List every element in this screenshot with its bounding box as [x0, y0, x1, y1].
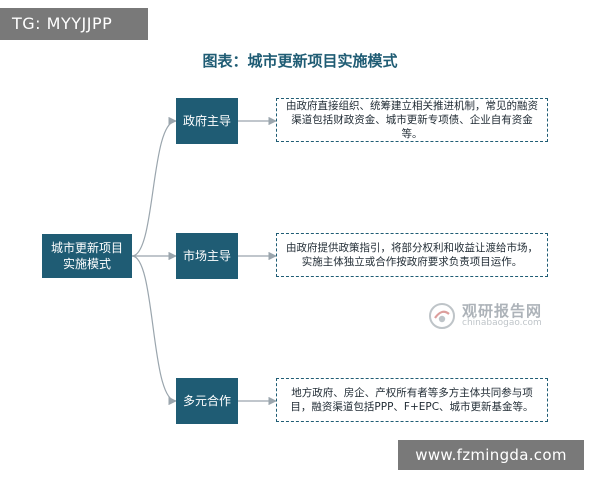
connector-root-gov: [131, 116, 177, 257]
url-overlay: www.fzmingda.com: [398, 440, 584, 470]
root-node: 城市更新项目实施模式: [42, 234, 132, 278]
branch-node-government-led: 政府主导: [176, 98, 238, 144]
description-market-led: 由政府提供政策指引，将部分权利和收益让渡给市场，实施主体独立或合作按政府要求负责…: [276, 233, 548, 277]
watermark-logo: 观研报告网 chinabaogao.com: [428, 296, 578, 336]
branch-node-market-led: 市场主导: [176, 233, 238, 279]
description-government-led: 由政府直接组织、统筹建立相关推进机制，常见的融资渠道包括财政资金、城市更新专项债…: [276, 98, 548, 142]
connector-root-multi: [131, 255, 177, 406]
branch-node-multi-party: 多元合作: [176, 378, 238, 424]
watermark-name: 观研报告网: [462, 301, 543, 320]
description-multi-party: 地方政府、房企、产权所有者等多方主体共同参与项目，融资渠道包括PPP、F+EPC…: [276, 378, 548, 422]
diagram-title: 图表：城市更新项目实施模式: [202, 52, 398, 70]
source-tag: TG: MYYJJPP: [0, 8, 148, 40]
watermark-site: chinabaogao.com: [462, 318, 542, 329]
watermark-logo-icon: [429, 303, 455, 329]
